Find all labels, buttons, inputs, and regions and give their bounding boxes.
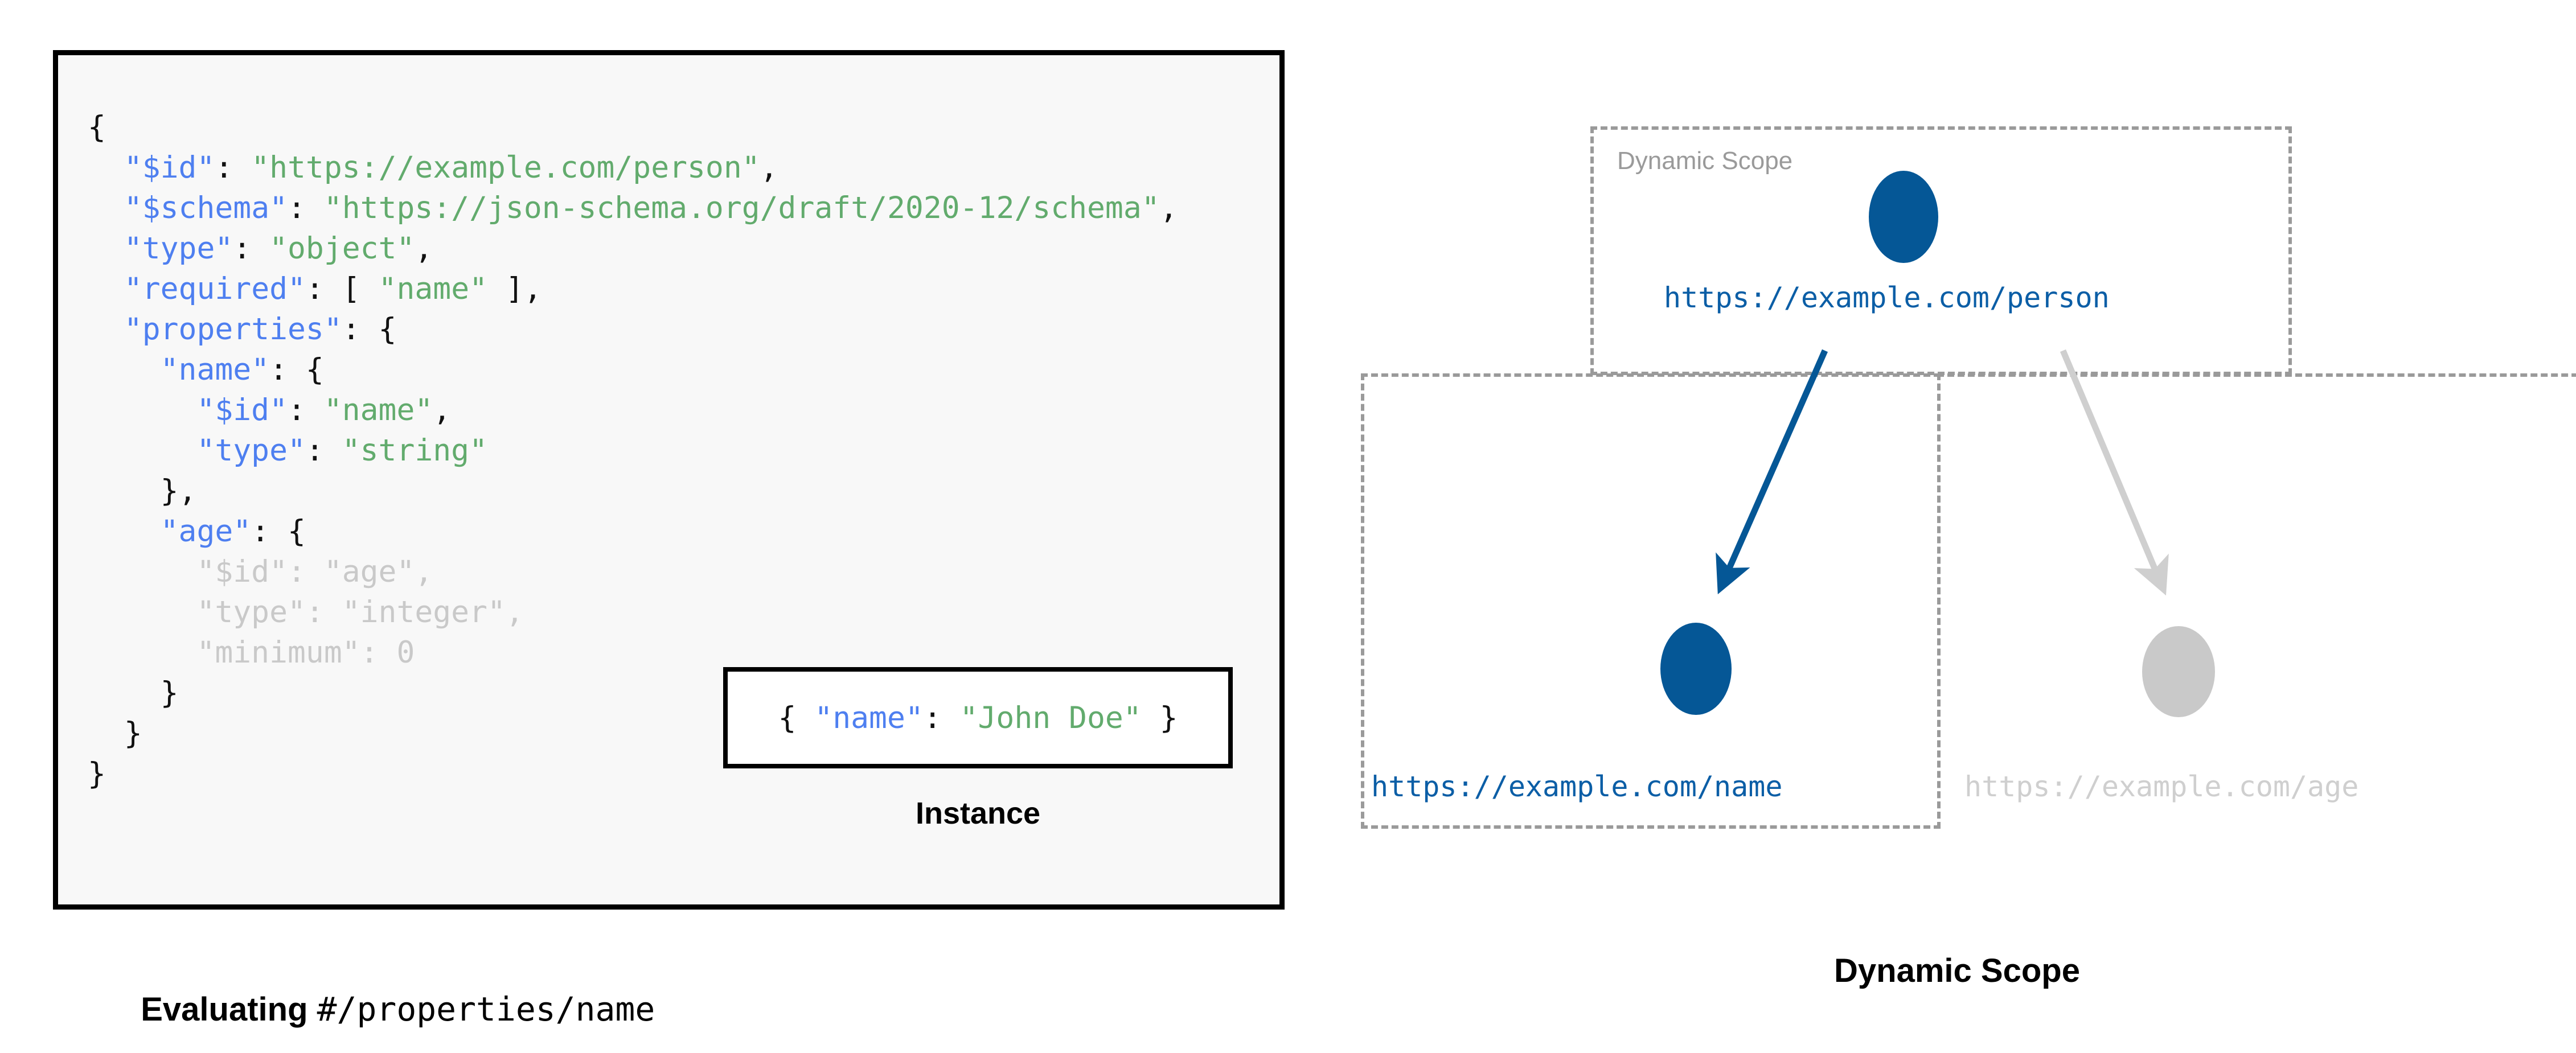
instance-caption: Instance: [915, 796, 1041, 830]
code-line: "age": {: [88, 511, 1178, 552]
code-token: :: [288, 191, 324, 225]
code-token: :: [305, 595, 342, 630]
code-token: : [: [305, 272, 379, 306]
code-token: "name": [378, 272, 488, 306]
code-line: "type": "integer",: [88, 592, 1178, 632]
node-person[interactable]: [1869, 171, 1938, 263]
instance-code: { "name": "John Doe" }: [778, 701, 1178, 735]
code-token: ,: [415, 231, 433, 266]
code-token: "type": [196, 595, 306, 630]
code-token: }: [1141, 700, 1178, 735]
code-token: "age": [160, 514, 252, 549]
code-token: :: [215, 150, 252, 185]
code-token: :: [923, 700, 960, 735]
code-token: "integer": [342, 595, 506, 630]
code-line: "$id": "https://example.com/person",: [88, 147, 1178, 188]
code-line: "type": "string": [88, 430, 1178, 471]
node-name[interactable]: [1660, 623, 1732, 715]
code-line: }: [88, 673, 1178, 713]
schema-code-panel: { "$id": "https://example.com/person", "…: [53, 50, 1285, 910]
code-line: "properties": {: [88, 309, 1178, 349]
code-line: },: [88, 471, 1178, 511]
code-token: "$id": [196, 393, 288, 427]
code-token: "name": [323, 393, 433, 427]
code-token: 0: [396, 635, 415, 670]
code-token: ,: [760, 150, 778, 185]
left-caption-bold: Evaluating: [141, 991, 317, 1028]
code-token: "minimum": [196, 635, 360, 670]
code-token: :: [288, 393, 324, 427]
code-line: "name": {: [88, 349, 1178, 390]
code-token: ,: [1159, 191, 1178, 225]
code-token: ,: [433, 393, 452, 427]
code-line: "$schema": "https://json-schema.org/draf…: [88, 188, 1178, 228]
code-token: "name": [814, 700, 924, 735]
code-line: "$id": "age",: [88, 552, 1178, 592]
code-token: : {: [269, 352, 324, 387]
code-line: }: [88, 713, 1178, 754]
code-token: "type": [124, 231, 233, 266]
code-token: "required": [124, 272, 306, 306]
node-age[interactable]: [2142, 626, 2215, 717]
code-token: : {: [342, 312, 397, 347]
code-token: "type": [196, 433, 306, 468]
code-line: }: [88, 754, 1178, 794]
scope-box-age: [1937, 373, 2576, 829]
left-panel-caption: Evaluating #/properties/name: [122, 952, 655, 1029]
code-token: ,: [415, 554, 433, 589]
node-label-name: https://example.com/name: [1371, 770, 1783, 803]
code-line: {: [88, 107, 1178, 147]
code-token: ],: [487, 272, 542, 306]
code-token: "John Doe": [959, 700, 1142, 735]
code-token: }: [88, 756, 106, 791]
instance-box: { "name": "John Doe" }: [723, 667, 1233, 768]
code-token: "https://example.com/person": [251, 150, 760, 185]
right-panel-caption: Dynamic Scope: [1834, 952, 2080, 989]
code-line: "type": "object",: [88, 228, 1178, 269]
code-token: {: [778, 700, 815, 735]
scope-box-name: [1361, 373, 1941, 829]
code-token: "age": [323, 554, 415, 589]
code-token: "https://json-schema.org/draft/2020-12/s…: [323, 191, 1160, 225]
code-token: "properties": [124, 312, 342, 347]
code-token: :: [233, 231, 270, 266]
code-token: :: [288, 554, 324, 589]
code-token: "$id": [196, 554, 288, 589]
code-token: "name": [160, 352, 270, 387]
code-token: "$id": [124, 150, 215, 185]
code-token: }: [124, 716, 142, 751]
code-token: : {: [251, 514, 306, 549]
left-caption-pointer: #/properties/name: [317, 990, 655, 1029]
scope-box-label: Dynamic Scope: [1617, 147, 1793, 175]
code-token: }: [160, 676, 179, 710]
code-line: "required": [ "name" ],: [88, 269, 1178, 309]
code-token: ,: [505, 595, 524, 630]
code-token: :: [305, 433, 342, 468]
code-token: :: [360, 635, 397, 670]
node-label-age: https://example.com/age: [1964, 770, 2359, 803]
code-token: "$schema": [124, 191, 288, 225]
code-token: "string": [342, 433, 488, 468]
node-label-person: https://example.com/person: [1664, 281, 2110, 314]
dynamic-scope-diagram: Dynamic Scope https://example.com/person…: [1338, 0, 2576, 1053]
schema-code-block: { "$id": "https://example.com/person", "…: [88, 107, 1178, 794]
code-token: "object": [269, 231, 415, 266]
code-token: {: [88, 110, 106, 145]
code-line: "minimum": 0: [88, 632, 1178, 673]
code-token: },: [160, 474, 197, 508]
code-line: "$id": "name",: [88, 390, 1178, 430]
